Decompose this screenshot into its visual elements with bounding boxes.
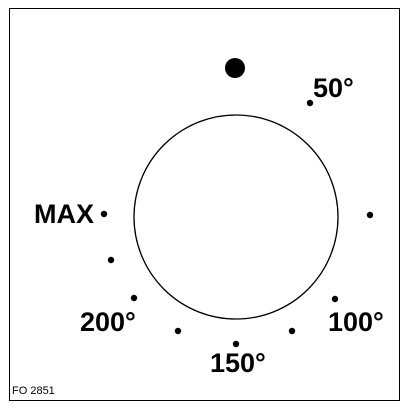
knob-circle[interactable] bbox=[133, 114, 339, 320]
mark-50 bbox=[306, 99, 314, 107]
mark-150 bbox=[232, 340, 240, 348]
label-max: MAX bbox=[34, 199, 94, 229]
mark-225 bbox=[107, 256, 115, 264]
indicator-dot bbox=[225, 58, 245, 78]
mark-200 bbox=[130, 294, 138, 302]
label-200: 200° bbox=[80, 307, 136, 337]
mark-175 bbox=[174, 327, 182, 335]
mark-100 bbox=[331, 295, 339, 303]
figure-code: FO 2851 bbox=[12, 385, 55, 397]
label-50: 50° bbox=[313, 73, 354, 103]
mark-75 bbox=[366, 211, 374, 219]
mark-125 bbox=[288, 327, 296, 335]
mark-max bbox=[100, 210, 108, 218]
label-150: 150° bbox=[210, 348, 266, 378]
label-100: 100° bbox=[328, 307, 384, 337]
